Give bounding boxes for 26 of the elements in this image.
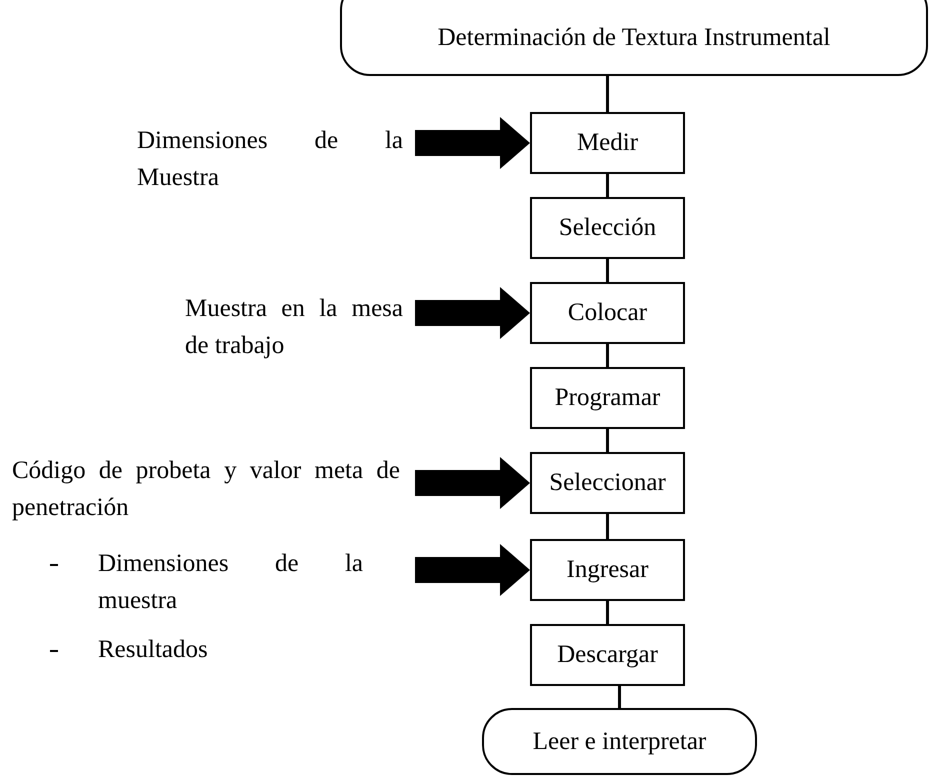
process-box: Selección — [530, 197, 685, 259]
terminal-box: Determinación de Textura Instrumental — [340, 0, 928, 76]
input-text: Dimensiones de la Muestra — [137, 126, 403, 193]
block-arrow — [415, 544, 530, 596]
input-text: Código de probeta y valor meta de penetración — [12, 456, 400, 523]
block-arrow — [415, 117, 530, 169]
block-arrow — [415, 287, 530, 339]
list-item-text: Dimensiones de la muestra — [98, 549, 363, 616]
connector-line — [606, 601, 609, 624]
connector-line — [606, 259, 609, 282]
connector-line — [618, 686, 621, 708]
process-box: Descargar — [530, 624, 685, 686]
connector-line — [606, 514, 609, 539]
process-box: Programar — [530, 367, 685, 429]
input-text: Muestra en la mesa de trabajo — [185, 294, 403, 361]
process-box: Seleccionar — [530, 452, 685, 514]
block-arrow — [415, 457, 530, 509]
connector-line — [606, 76, 609, 112]
list-item-text: Resultados — [98, 635, 209, 665]
process-box: Ingresar — [530, 539, 685, 601]
connector-line — [606, 344, 609, 367]
connector-line — [606, 174, 609, 197]
process-box: Medir — [530, 112, 685, 174]
terminal-box: Leer e interpretar — [482, 708, 757, 775]
process-box: Colocar — [530, 282, 685, 344]
connector-line — [606, 429, 609, 452]
